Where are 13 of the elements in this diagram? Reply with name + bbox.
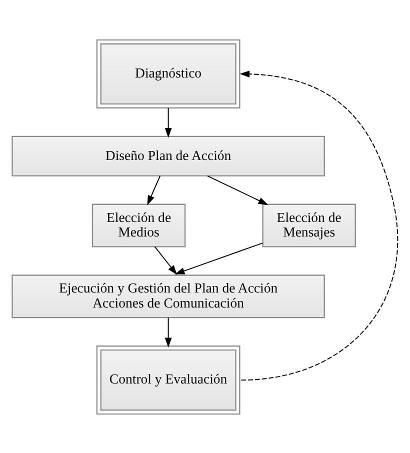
arrow <box>154 246 178 274</box>
arrow <box>207 174 268 204</box>
node-box: Diseño Plan de Acción <box>12 135 325 176</box>
arrow <box>147 174 161 205</box>
node-box: Elección de Mensajes <box>262 203 356 247</box>
node-box: Ejecución y Gestión del Plan de Acción Acciones de Comunicación <box>12 274 325 318</box>
arrow <box>240 70 398 380</box>
node-box: Diagnóstico <box>96 38 240 108</box>
arrow <box>174 242 264 274</box>
node-box: Control y Evaluación <box>96 345 240 414</box>
arrow <box>164 316 172 348</box>
arrow <box>164 107 172 138</box>
node-box: Elección de Medios <box>92 203 186 247</box>
